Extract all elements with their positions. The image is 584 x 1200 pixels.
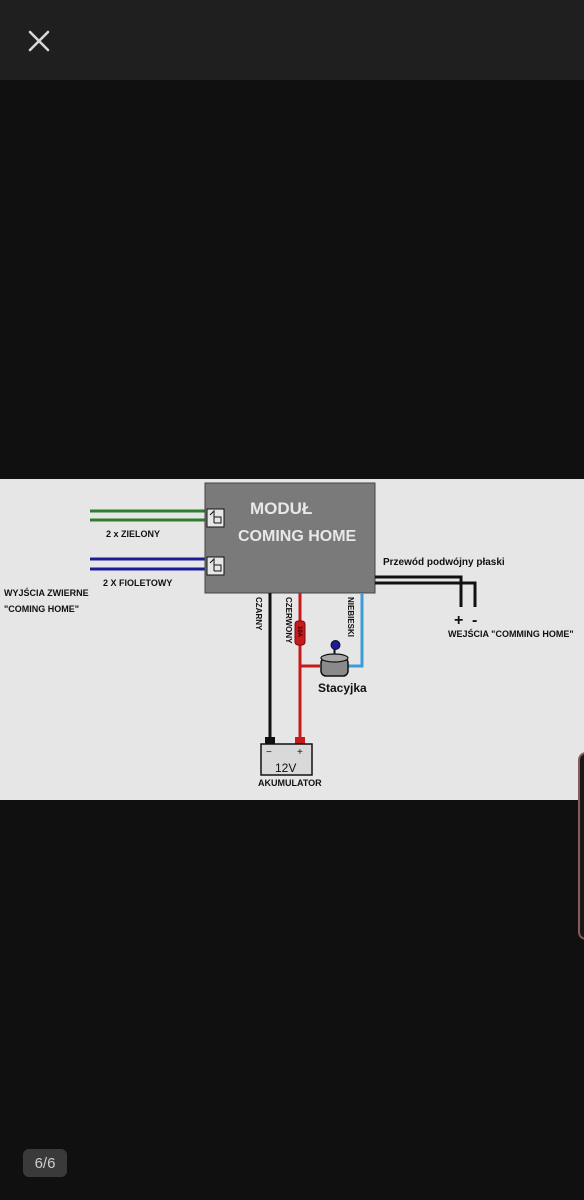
diagram-image[interactable]: MODUŁ COMING HOME 2 x ZIELONY 2 X FIOLET… [0, 479, 584, 800]
blue-wire-label: NIEBIESKI [346, 597, 355, 637]
ignition-switch-icon [320, 640, 349, 677]
flat-wire-minus [375, 581, 477, 607]
black-wire-label: CZARNY [254, 597, 263, 631]
red-wire [298, 593, 320, 741]
outputs-label-line2: "COMING HOME" [4, 604, 79, 614]
outputs-label-line1: WYJŚCIA ZWIERNE [4, 587, 89, 598]
green-wire-label: 2 x ZIELONY [106, 529, 160, 539]
battery-label: AKUMULATOR [258, 778, 322, 788]
battery-minus-sign: − [266, 747, 272, 758]
battery-plus-terminal [295, 737, 305, 745]
inputs-label: WEJŚCIA "COMMING HOME" [448, 628, 574, 639]
close-button[interactable] [18, 20, 60, 62]
top-bar [0, 0, 584, 80]
blue-wire [348, 593, 364, 668]
wiring-diagram: MODUŁ COMING HOME 2 x ZIELONY 2 X FIOLET… [4, 482, 574, 788]
battery-box [260, 743, 313, 776]
input-minus-sign: - [472, 612, 477, 629]
input-plus-sign: + [454, 612, 463, 629]
image-counter: 6/6 [23, 1149, 67, 1177]
violet-wire-label: 2 X FIOLETOWY [103, 578, 172, 588]
red-wire-label: CZERWONY [284, 597, 293, 644]
module-title: MODUŁ [250, 499, 312, 518]
fuse [294, 620, 306, 646]
flat-wire-label: Przewód podwójny płaski [383, 557, 505, 568]
module-box [204, 482, 376, 594]
flat-wire-plus [375, 575, 463, 607]
relay-icon-bottom [206, 556, 225, 576]
ignition-label: Stacyjka [318, 681, 367, 695]
close-icon [28, 30, 50, 52]
relay-icon-top [206, 508, 225, 528]
battery-voltage: 12V [275, 761, 296, 775]
side-panel-handle[interactable] [578, 752, 584, 940]
module-subtitle: COMING HOME [238, 528, 357, 545]
battery-plus-sign: + [297, 747, 303, 758]
fuse-label: 10A [296, 626, 302, 638]
battery-minus-terminal [265, 737, 275, 745]
